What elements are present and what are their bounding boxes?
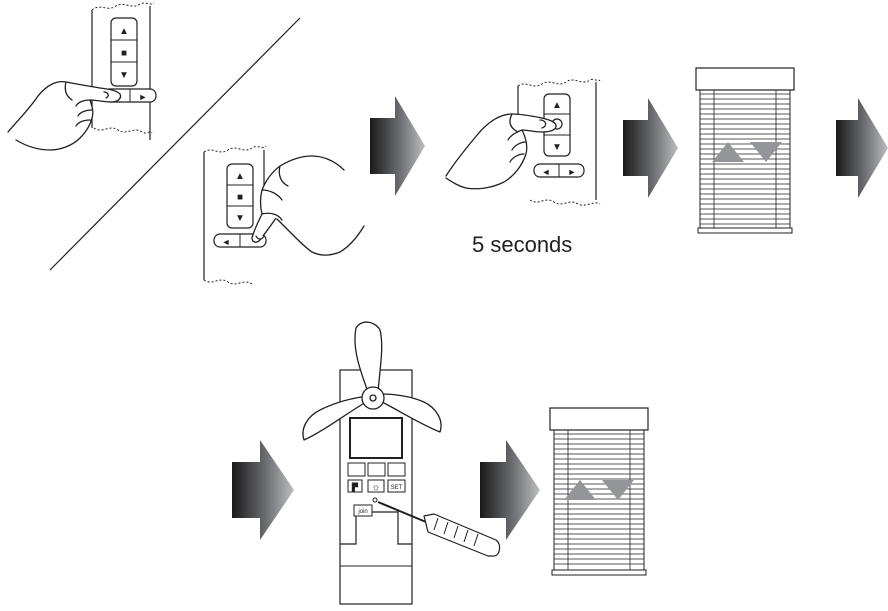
sensor-display (349, 417, 403, 459)
flag-icon[interactable]: ▛ (351, 482, 359, 492)
stop-icon-2[interactable]: ■ (237, 192, 243, 203)
set-button[interactable]: SET (391, 485, 403, 491)
right-arrow-icon-3[interactable]: ► (568, 167, 577, 177)
wall-remote-middle: ▲ ▼ ◄ ► (517, 78, 601, 206)
divider-line (49, 17, 301, 271)
sensor-key-3[interactable] (387, 462, 406, 477)
wind-rotor-icon (302, 321, 442, 441)
wall-remote-bottom: ▲ ■ ▼ ◄ (203, 145, 267, 285)
down-arrow-icon[interactable]: ▼ (119, 70, 129, 81)
blind-2 (549, 407, 649, 576)
arrow-3-icon (836, 98, 888, 198)
join-hole-icon[interactable] (372, 497, 378, 503)
triangle-down-icon (750, 142, 782, 162)
up-arrow-icon-2[interactable]: ▲ (235, 171, 245, 182)
blind-1 (695, 67, 795, 234)
hand-pointing-left (251, 155, 365, 256)
arrow-5-icon (480, 440, 540, 540)
arrow-4-icon (232, 440, 294, 540)
down-arrow-icon-3[interactable]: ▼ (552, 142, 562, 153)
right-arrow-icon[interactable]: ► (139, 92, 148, 102)
sensor-key-1[interactable] (347, 462, 366, 477)
arrow-2-icon (623, 98, 678, 198)
left-arrow-icon-3[interactable]: ◄ (542, 167, 551, 177)
sun-icon[interactable]: ☼ (371, 482, 380, 493)
up-arrow-icon-3[interactable]: ▲ (552, 100, 562, 111)
hand-pressing-center (445, 113, 557, 190)
join-button[interactable]: join (357, 509, 367, 515)
triangle-up-icon-2 (564, 480, 596, 500)
duration-caption: 5 seconds (472, 232, 572, 257)
screwdriver-icon (377, 501, 501, 557)
sensor-key-2[interactable] (367, 462, 386, 477)
triangle-down-icon-2 (602, 480, 634, 500)
stop-icon[interactable]: ■ (121, 48, 127, 59)
left-arrow-icon[interactable]: ◄ (222, 237, 231, 247)
wall-remote-top: ▲ ■ ▼ ► (91, 2, 157, 145)
up-arrow-icon[interactable]: ▲ (119, 26, 129, 37)
down-arrow-icon-2[interactable]: ▼ (235, 213, 245, 224)
triangle-up-icon (712, 142, 744, 162)
arrow-1-icon (370, 96, 425, 196)
hand-pointing-right (7, 80, 122, 151)
